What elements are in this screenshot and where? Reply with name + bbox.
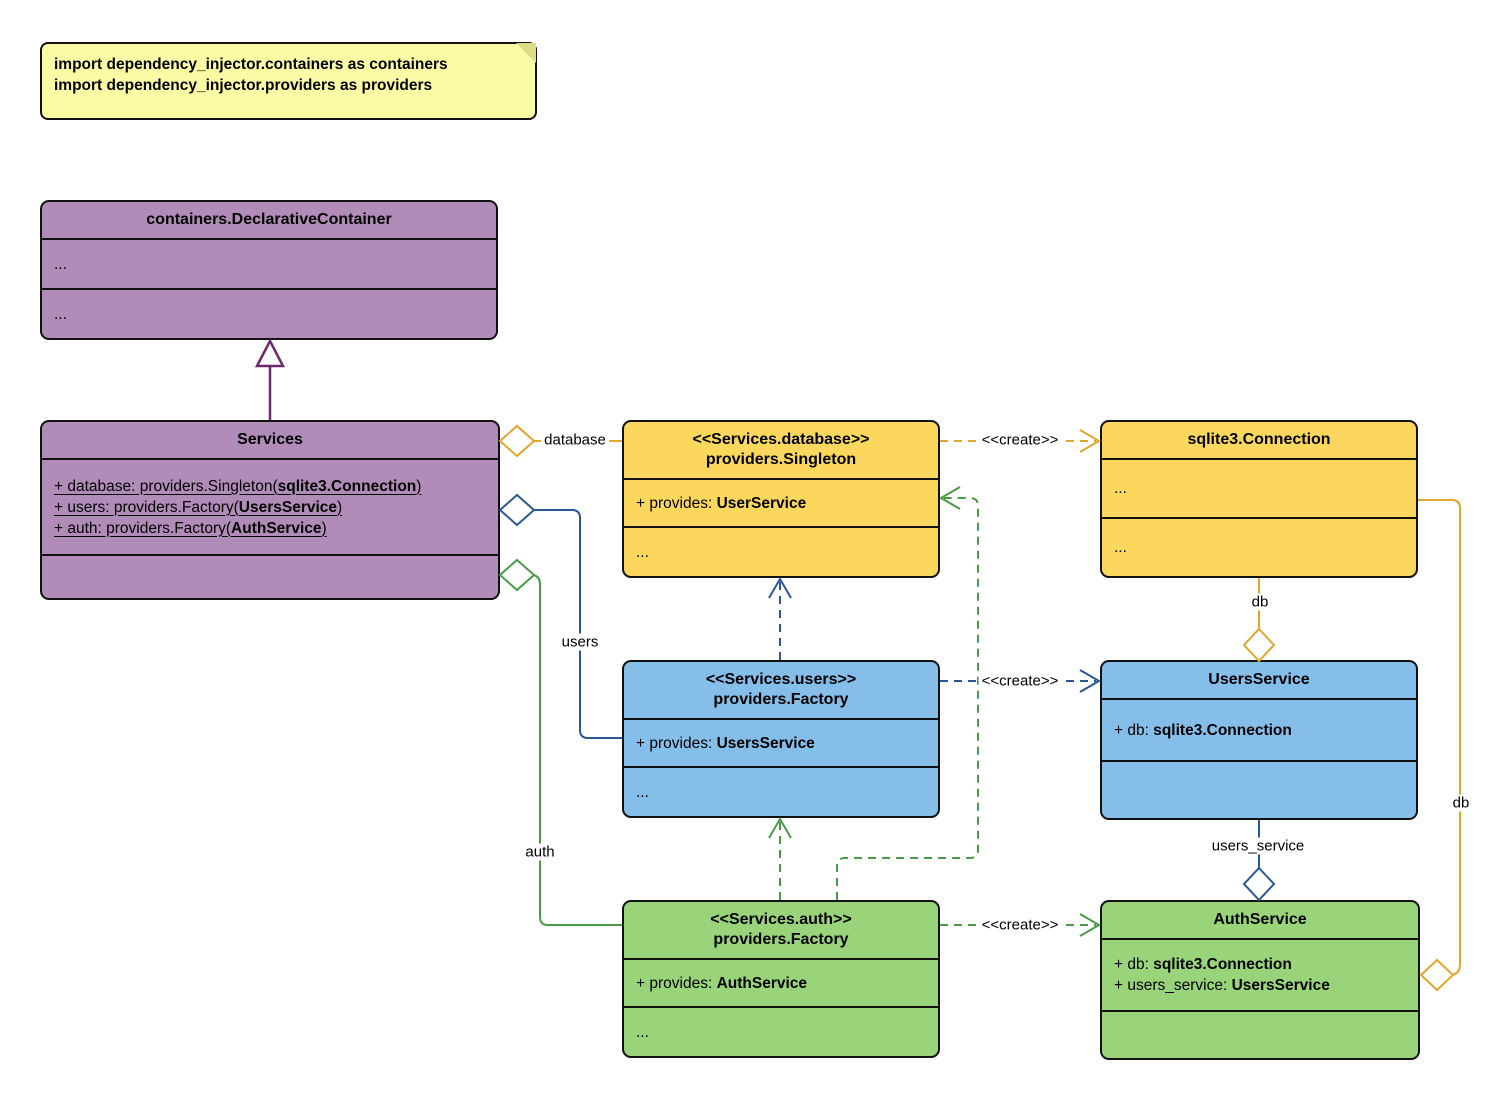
class-attributes: + provides: AuthService (624, 960, 938, 1006)
class-attributes: + provides: UsersService (624, 720, 938, 766)
class-attribute: + provides: UserService (636, 494, 807, 512)
class-attribute: + auth: providers.Factory(AuthService) (54, 519, 327, 537)
class-title: <<Services.database>> providers.Singleto… (624, 422, 938, 480)
class-services: Services + database: providers.Singleton… (40, 420, 500, 600)
class-attribute: + provides: UsersService (636, 734, 815, 752)
class-section: ... (624, 526, 938, 576)
class-section-empty (42, 554, 498, 598)
aggregation-diamond (498, 493, 536, 527)
aggregation-diamond (1242, 866, 1276, 902)
class-section-empty (1102, 760, 1416, 818)
class-users-service: UsersService + db: sqlite3.Connection (1100, 660, 1418, 820)
class-stereotype: <<Services.users>> (705, 671, 857, 688)
class-title: Services (42, 422, 498, 460)
class-title: <<Services.users>> providers.Factory (624, 662, 938, 720)
class-title: UsersService (1102, 662, 1416, 700)
aggregation-diamond (498, 558, 536, 592)
class-attribute: + users_service: UsersService (1114, 977, 1330, 994)
class-attribute: + provides: AuthService (636, 974, 808, 992)
dependency-users-to-singleton (768, 577, 792, 660)
class-stereotype: <<Services.database>> (692, 431, 870, 448)
edge-label-create: <<create>> (978, 916, 1062, 934)
class-title: sqlite3.Connection (1102, 422, 1416, 460)
inheritance-arrow (254, 338, 286, 420)
aggregation-diamond (498, 424, 536, 458)
aggregation-diamond (1242, 627, 1276, 663)
class-attributes: + database: providers.Singleton(sqlite3.… (42, 460, 498, 554)
class-attributes: + db: sqlite3.Connection (1102, 700, 1416, 760)
aggregation-users-service (1242, 820, 1276, 902)
class-declarative-container: containers.DeclarativeContainer ... ... (40, 200, 498, 340)
class-attributes: + provides: UserService (624, 480, 938, 526)
class-title: <<Services.auth>> providers.Factory (624, 902, 938, 960)
note-line: import dependency_injector.providers as … (54, 77, 433, 94)
aggregation-db-users-service (1242, 578, 1276, 663)
class-auth-service: AuthService + db: sqlite3.Connection + u… (1100, 900, 1420, 1060)
class-section-empty (1102, 1010, 1418, 1058)
class-section: ... (624, 1006, 938, 1056)
class-provider-auth-factory: <<Services.auth>> providers.Factory + pr… (622, 900, 940, 1058)
class-attribute: + users: providers.Factory(UsersService) (54, 498, 343, 516)
class-provider-users-factory: <<Services.users>> providers.Factory + p… (622, 660, 940, 818)
edge-label-database: database (541, 431, 609, 449)
class-provider-singleton: <<Services.database>> providers.Singleto… (622, 420, 940, 578)
class-section: ... (54, 255, 67, 273)
edge-label-create: <<create>> (978, 431, 1062, 449)
note-fold-corner-icon (516, 43, 536, 63)
edge-label-users-service: users_service (1208, 837, 1308, 855)
aggregation-users (498, 493, 622, 739)
class-section: ... (624, 766, 938, 816)
aggregation-auth (498, 558, 622, 926)
edge-label-db: db (1449, 794, 1473, 812)
class-sqlite3-connection: sqlite3.Connection ... ... (1100, 420, 1418, 578)
class-attributes: + db: sqlite3.Connection + users_service… (1102, 940, 1418, 1010)
edge-label-auth: auth (522, 843, 558, 861)
dependency-auth-to-users-factory (768, 817, 792, 900)
aggregation-db-auth-service (1418, 499, 1461, 992)
class-stereotype: <<Services.auth>> (710, 911, 852, 928)
class-section: ... (1102, 517, 1416, 576)
edge-label-users: users (558, 633, 602, 651)
class-attribute: + database: providers.Singleton(sqlite3.… (54, 477, 422, 495)
import-note: import dependency_injector.containers as… (40, 42, 537, 120)
class-section: ... (42, 288, 496, 338)
aggregation-diamond (1419, 958, 1455, 992)
edge-label-create: <<create>> (978, 672, 1062, 690)
note-line: import dependency_injector.containers as… (54, 56, 448, 73)
class-attribute: + db: sqlite3.Connection (1114, 956, 1292, 973)
class-title: containers.DeclarativeContainer (42, 202, 496, 240)
class-title: AuthService (1102, 902, 1418, 940)
class-section: ... (1114, 480, 1127, 497)
edge-label-db: db (1248, 593, 1272, 611)
class-attribute: + db: sqlite3.Connection (1114, 721, 1292, 739)
